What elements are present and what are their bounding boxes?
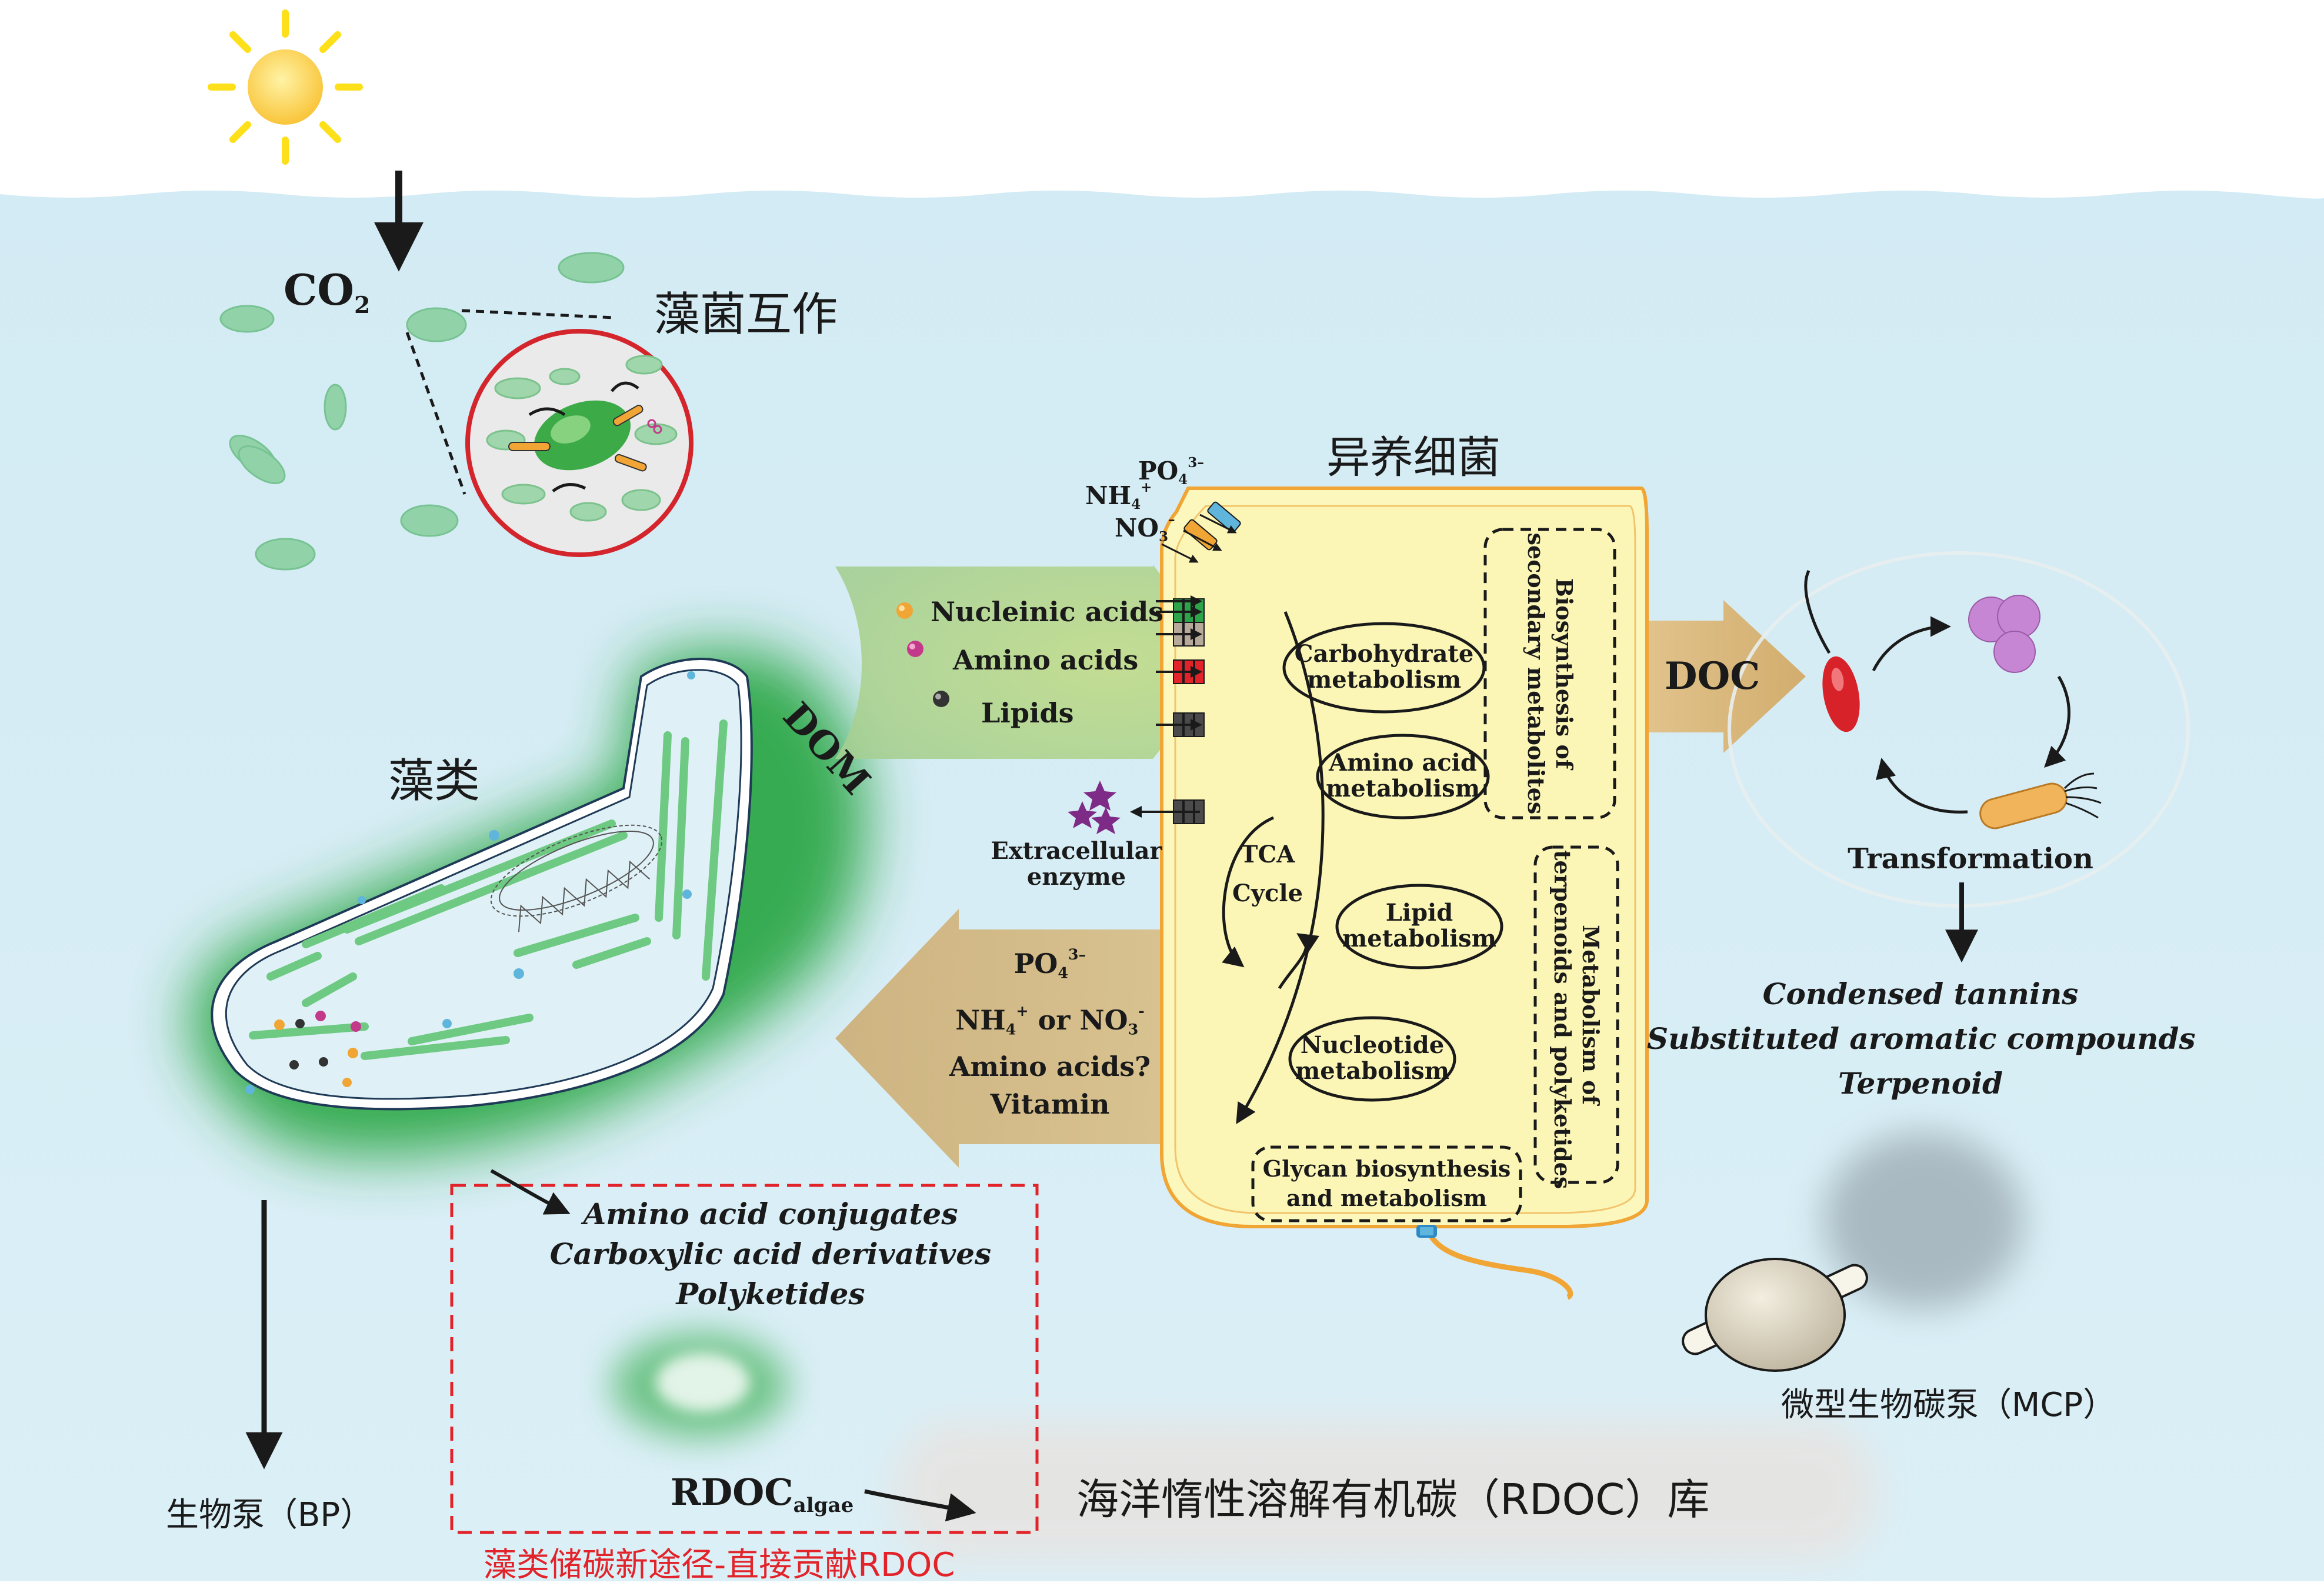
algae-rdoc-dashed-box: [450, 1184, 1039, 1534]
po4-label: PO43–: [1138, 455, 1204, 488]
rdoc-pool-label: 海洋惰性溶解有机碳（RDOC）库: [1076, 1475, 1710, 1524]
rdoc-cloud-right: [1823, 1132, 2023, 1309]
dna-nucleus: [490, 824, 663, 932]
nutrient-arrow: [835, 909, 1182, 1168]
sun-icon: [208, 9, 363, 165]
dom-item-amino-acids: Amino acids: [953, 644, 1139, 676]
dom-transporters: [1130, 595, 1205, 824]
transformation-cycle: [1728, 551, 2190, 908]
dom-item-nucleinic-acids: Nucleinic acids: [931, 596, 1164, 628]
heterotrophic-bacteria-label: 异养细菌: [1326, 432, 1501, 483]
co2-label: CO2: [284, 265, 371, 319]
transformation-label: Transformation: [1848, 842, 2093, 875]
nutrient-channels-top: [1161, 501, 1241, 563]
extracellular-enzyme-label: Extracellular enzyme: [991, 837, 1162, 891]
no3-label: NO3–: [1115, 512, 1175, 545]
algae-bacteria-zoom-circle: [465, 329, 693, 557]
metabolism-dashed-boxes: [1251, 528, 1619, 1222]
dom-molecule-dots: [896, 602, 949, 707]
doc-label: DOC: [1665, 654, 1760, 698]
microbial-carbon-pump-label: 微型生物碳泵（MCP）: [1781, 1386, 2116, 1424]
dom-arrow: [835, 565, 1229, 759]
nutrient-box-text: PO43– NH4+ or NO3- Amino acids? Vitamin: [949, 945, 1151, 1121]
algae-products-list: Amino acid conjugates Carboxylic acid de…: [549, 1197, 992, 1311]
mcp-pump-icon: [1682, 1258, 1868, 1372]
rdoc-pool-shape: [894, 1421, 1876, 1562]
nh4-label: NH4+: [1085, 479, 1152, 512]
new-pathway-label: 藻类储碳新途径-直接贡献RDOC: [484, 1546, 955, 1584]
metabolism-ovals: [1282, 622, 1503, 1102]
bacteria-products-list: Condensed tannins Substituted aromatic c…: [1647, 977, 2196, 1101]
enzyme-star-icon: [1068, 781, 1121, 834]
algae-label: 藻类: [388, 755, 481, 808]
metabolic-flow-arrow: [1236, 611, 1325, 1124]
biological-pump-label: 生物泵（BP）: [166, 1496, 374, 1534]
rdoc-algae-label: RDOCalgae: [671, 1471, 854, 1517]
algae-cell-icon: [190, 648, 867, 1157]
scattered-algae: [219, 252, 625, 571]
dom-item-lipids: Lipids: [981, 697, 1074, 729]
algae-bacteria-interaction-label: 藻菌互作: [654, 288, 838, 341]
flagellar-motor: [1416, 1225, 1437, 1238]
